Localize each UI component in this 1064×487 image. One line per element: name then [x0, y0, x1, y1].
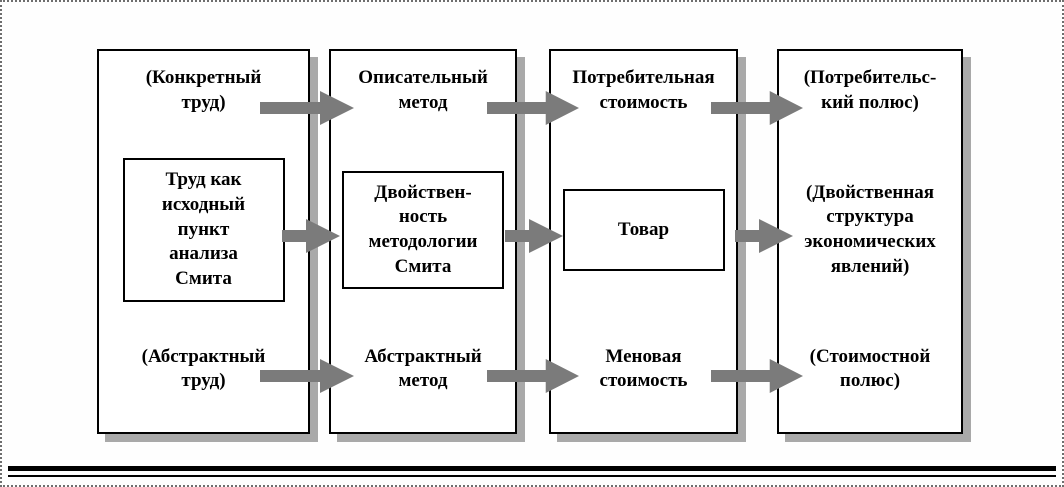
- column-poles-bottom-zone: (Стоимостной полюс): [779, 285, 961, 432]
- column-value-top-zone: Потребительная стоимость: [551, 51, 736, 175]
- arrow-right-icon: [282, 219, 340, 253]
- column-method-middle-zone: Двойствен- ность методологии Смита: [331, 170, 515, 290]
- arrow-right-icon: [505, 219, 563, 253]
- column-method-bottom-zone: Абстрактный метод: [331, 285, 515, 432]
- column-labor-middle-zone: Труд как исходный пункт анализа Смита: [99, 158, 308, 302]
- label-consumer-pole: (Потребительс- кий полюс): [803, 67, 937, 113]
- column-poles-middle-zone: (Двойственная структура экономических яв…: [779, 175, 961, 284]
- arrow-right-icon: [711, 91, 803, 125]
- column-method-top-zone: Описательный метод: [331, 51, 515, 175]
- label-concrete-labor: (Конкретный труд): [145, 67, 262, 113]
- column-poles-top-zone: (Потребительс- кий полюс): [779, 51, 961, 175]
- arrow-right-icon: [260, 359, 354, 393]
- label-value-pole: (Стоимостной полюс): [809, 345, 931, 392]
- label-use-value: Потребительная стоимость: [572, 67, 715, 113]
- column-value: Потребительная стоимость Товар Меновая с…: [549, 49, 738, 434]
- label-dual-structure: (Двойственная структура экономических яв…: [804, 181, 936, 277]
- column-labor-top-zone: (Конкретный труд): [99, 51, 308, 175]
- arrow-right-icon: [487, 91, 579, 125]
- box-labor-starting-point: Труд как исходный пункт анализа Смита: [122, 158, 285, 302]
- column-labor-bottom-zone: (Абстрактный труд): [99, 285, 308, 432]
- label-abstract-method: Абстрактный метод: [364, 345, 482, 392]
- column-value-bottom-zone: Меновая стоимость: [551, 285, 736, 432]
- arrow-right-icon: [711, 359, 803, 393]
- label-abstract-labor: (Абстрактный труд): [141, 345, 266, 392]
- column-poles: (Потребительс- кий полюс) (Двойственная …: [777, 49, 963, 434]
- bottom-double-rule: [8, 466, 1056, 477]
- column-value-middle-zone: Товар: [551, 175, 736, 284]
- arrow-right-icon: [735, 219, 793, 253]
- box-commodity: Товар: [562, 188, 725, 272]
- label-exchange-value: Меновая стоимость: [599, 345, 688, 392]
- label-descriptive-method: Описательный метод: [358, 67, 488, 113]
- box-duality-of-methodology: Двойствен- ность методологии Смита: [342, 170, 504, 290]
- arrow-right-icon: [260, 91, 354, 125]
- arrow-right-icon: [487, 359, 579, 393]
